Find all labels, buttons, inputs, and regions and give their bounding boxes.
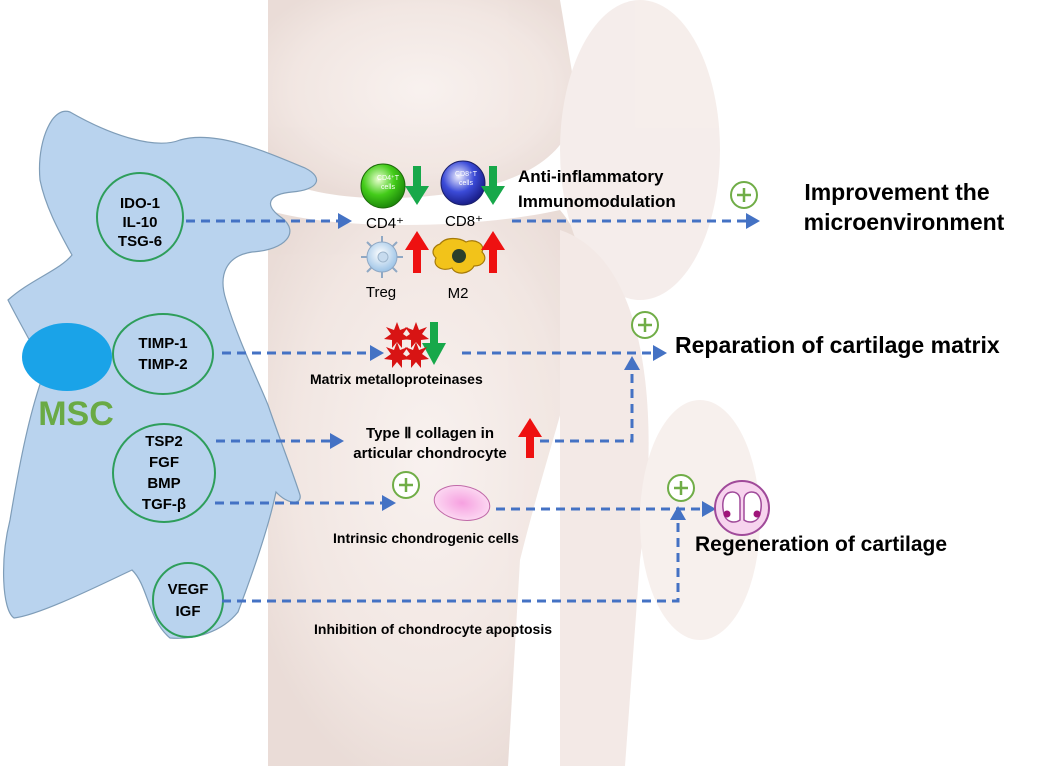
svg-text:cells: cells [381,184,396,191]
factor-label: TIMP-1 [138,335,187,352]
factor-label: IGF [176,603,201,620]
plus-icon [631,311,659,339]
collagen-label-line1: Type Ⅱ collagen in [366,425,494,442]
outcome-regeneration: Regeneration of cartilage [695,533,947,556]
msc-nucleus [22,323,112,391]
down-arrow-icon [422,322,446,365]
svg-text:FGF: FGF [149,454,179,471]
mmp-star-icons [384,322,429,368]
factor-label: BMP [147,475,180,492]
factor-label: IDO-1 [120,195,160,212]
down-arrow-icon [405,166,429,205]
arrow-vegf-to-regen [222,520,680,603]
collagen-label-line2: articular chondrocyte [353,445,506,462]
cd4-label: CD4⁺ [366,215,404,232]
anti-inflammatory-label: Anti-inflammatory [518,167,664,186]
up-arrow-icon [405,231,429,273]
svg-text:BMP: BMP [147,475,180,492]
m2-label: M2 [448,285,469,302]
factor-label: VEGF [168,581,209,598]
factor-label: TIMP-2 [138,356,187,373]
cd4-inner-label: cells [381,184,396,191]
plus-icon [392,471,420,499]
plus-icon [667,474,695,502]
svg-text:TGF-β: TGF-β [142,496,186,513]
cd8-inner-label: cells [459,180,474,187]
outcome-cartilage-matrix: Reparation of cartilage matrix [675,332,1000,358]
cd8-t-cell-icon: CD8⁺T cells [440,160,486,206]
cd8-label: CD8⁺ [445,213,483,230]
down-arrow-icon [481,166,505,205]
factor-group-vegf: VEGF IGF [152,562,224,638]
cd8-inner-label: CD8⁺T [455,171,478,178]
up-arrow-icon [481,231,505,273]
factor-label: IL-10 [122,214,157,231]
chondrocyte-icon [714,480,770,536]
up-arrow-icon [518,418,542,458]
chondrogenic-cell-icon [433,485,491,521]
factor-group-growth: TSP2 FGF BMP TGF-β [112,423,216,523]
treg-label: Treg [366,284,396,301]
msc-cell: MSC [3,110,318,639]
svg-text:cells: cells [459,180,474,187]
plus-icon [730,181,758,209]
m2-macrophage-icon [432,237,486,274]
cd4-inner-label: CD4⁺T [377,175,400,182]
factor-group-timp: TIMP-1 TIMP-2 [112,313,214,395]
outcome-microenvironment-line2: microenvironment [804,209,1005,235]
knee-joint-background [268,0,760,766]
svg-text:TIMP-2: TIMP-2 [138,356,187,373]
factor-label: FGF [149,454,179,471]
mmp-label: Matrix metalloproteinases [310,371,483,387]
factor-label: TSP2 [145,433,183,450]
treg-cell-icon [361,236,403,278]
immunomodulation-label: Immunomodulation [518,192,676,211]
svg-text:IL-10: IL-10 [122,214,157,231]
msc-cell-body [3,110,318,639]
factor-group-immuno: IDO-1 IL-10 TSG-6 [96,172,184,262]
svg-text:IGF: IGF [176,603,201,620]
svg-text:CD8⁺T: CD8⁺T [455,171,478,178]
intrinsic-cells-label: Intrinsic chondrogenic cells [333,530,519,546]
svg-text:VEGF: VEGF [168,581,209,598]
svg-text:TIMP-1: TIMP-1 [138,335,187,352]
cd4-t-cell-icon: CD4⁺T cells [360,163,406,209]
factor-label: TGF-β [142,496,186,513]
msc-label: MSC [38,395,114,433]
outcome-microenvironment-line1: Improvement the [804,179,989,205]
factor-label: TSG-6 [118,233,162,250]
svg-text:TSG-6: TSG-6 [118,233,162,250]
arrowheads [330,213,760,520]
svg-text:IDO-1: IDO-1 [120,195,160,212]
svg-text:TSP2: TSP2 [145,433,183,450]
svg-text:CD4⁺T: CD4⁺T [377,175,400,182]
pathway-arrows [186,219,746,603]
arrow-collagen-to-matrix [540,370,634,443]
apoptosis-label: Inhibition of chondrocyte apoptosis [314,621,552,637]
